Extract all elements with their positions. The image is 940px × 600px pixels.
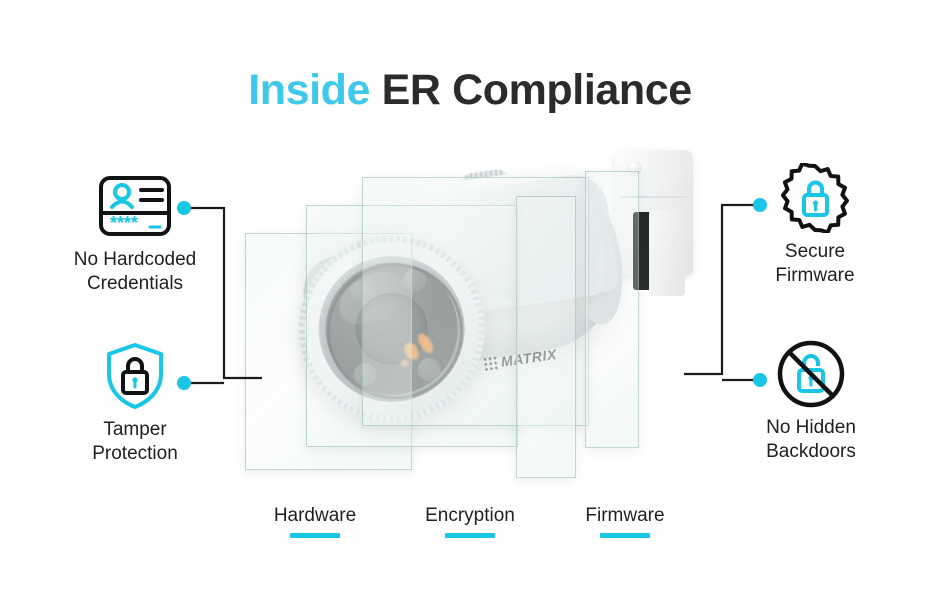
feature-label: Secure Firmware: [720, 240, 910, 288]
layer-underline: [600, 533, 650, 538]
feature-label: No Hardcoded Credentials: [40, 248, 230, 296]
title-main-text: ER Compliance: [381, 66, 693, 114]
layer-label: Firmware: [585, 505, 665, 526]
layer-item-firmware[interactable]: Firmware: [560, 505, 690, 538]
feature-label-line1: Tamper: [103, 419, 167, 440]
feature-tamper-protection[interactable]: Tamper Protection: [40, 340, 230, 466]
shield-lock-icon: [40, 340, 230, 412]
feature-label-line1: No Hidden: [766, 417, 856, 438]
feature-secure-firmware[interactable]: Secure Firmware: [720, 162, 910, 288]
layer-item-hardware[interactable]: Hardware: [250, 505, 380, 538]
feature-label-line1: Secure: [784, 241, 846, 262]
layer-legend: Hardware Encryption Firmware: [250, 505, 690, 538]
glass-panel-edge-rear: [585, 171, 639, 448]
feature-no-hardcoded-credentials[interactable]: **** No Hardcoded Credentials: [40, 170, 230, 296]
feature-label-line2: Credentials: [86, 273, 184, 294]
glass-panel-edge-mid: [516, 196, 576, 478]
feature-label: Tamper Protection: [40, 418, 230, 466]
feature-label-line2: Protection: [92, 443, 178, 464]
svg-text:****: ****: [110, 213, 138, 233]
no-open-lock-icon: [716, 338, 906, 410]
layer-underline: [290, 533, 340, 538]
glass-panel-encryption: [306, 205, 518, 447]
page-title: Inside ER Compliance: [0, 66, 940, 115]
layer-label: Hardware: [273, 505, 357, 526]
feature-no-hidden-backdoors[interactable]: No Hidden Backdoors: [716, 338, 906, 464]
glass-panel-hardware: [245, 233, 412, 470]
layer-underline: [445, 533, 495, 538]
feature-label-line2: Backdoors: [766, 441, 856, 462]
camera-mount-neck-cover: [649, 210, 685, 296]
title-accent-text: Inside: [248, 66, 371, 114]
camera-illustration: MATRIX: [225, 150, 700, 500]
glass-panel-firmware: [362, 177, 589, 426]
layer-label: Encryption: [425, 505, 515, 526]
feature-label: No Hidden Backdoors: [716, 416, 906, 464]
feature-label-line2: Firmware: [775, 265, 855, 286]
gear-lock-icon: [720, 162, 910, 234]
feature-label-line1: No Hardcoded: [73, 249, 197, 270]
id-card-password-icon: ****: [40, 170, 230, 242]
layer-item-encryption[interactable]: Encryption: [405, 505, 535, 538]
